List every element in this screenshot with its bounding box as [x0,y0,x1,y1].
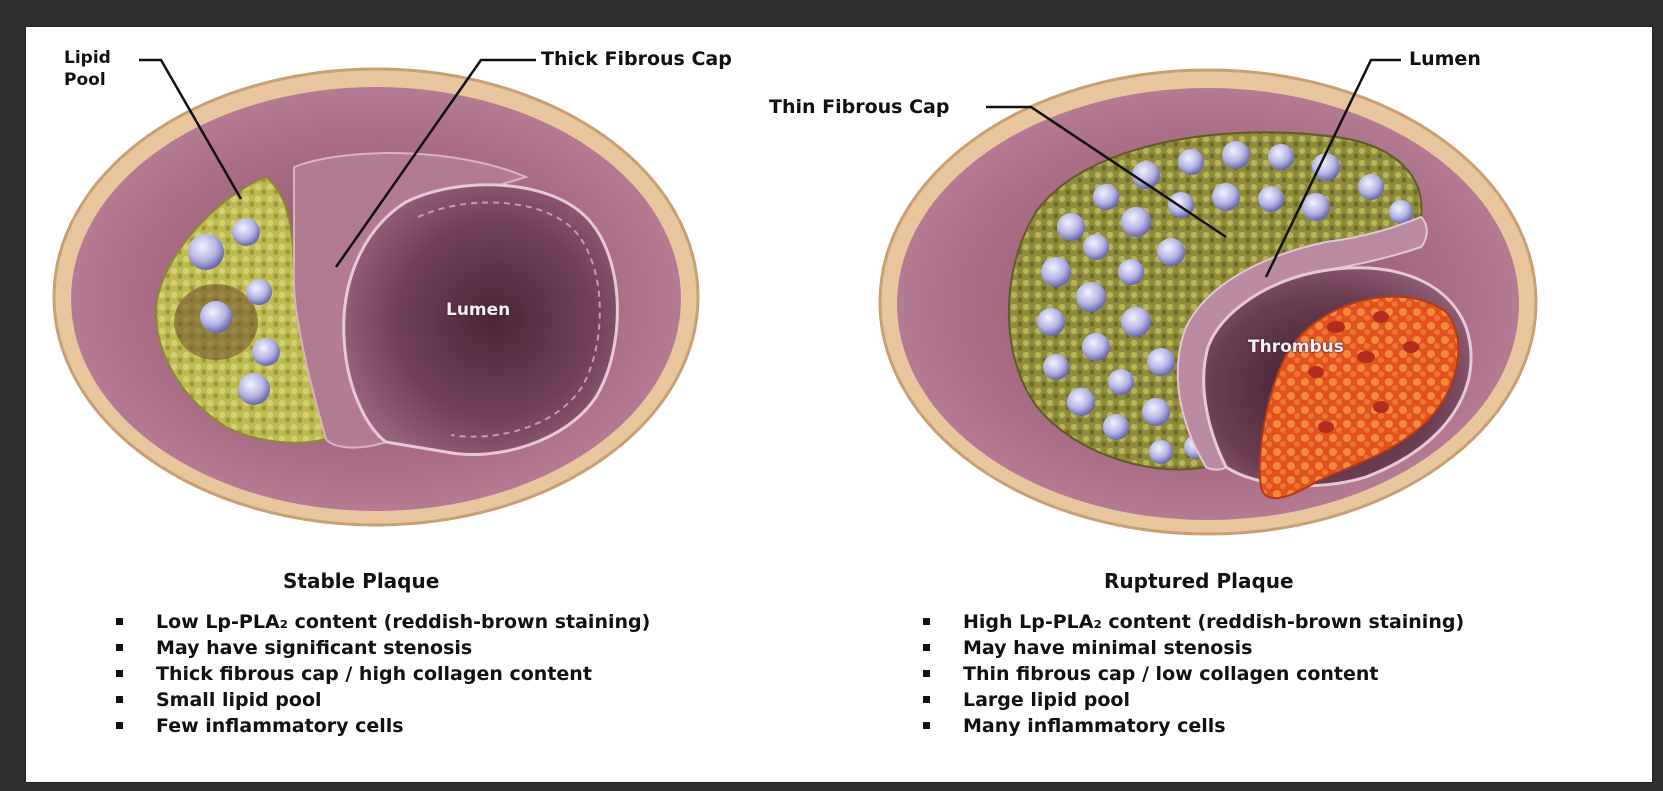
list-item: Thick fibrous cap / high collagen conten… [114,661,650,687]
ruptured-plaque-list: High Lp-PLA₂ content (reddish-brown stai… [921,609,1464,739]
thrombus-label: Thrombus [1248,337,1344,357]
lumen-right-label: Lumen [1409,47,1481,71]
lumen-left-label: Lumen [446,300,510,320]
thick-fibrous-cap-label: Thick Fibrous Cap [541,47,732,71]
list-item: High Lp-PLA₂ content (reddish-brown stai… [921,609,1464,635]
figure-frame: Lipid Pool Thick Fibrous Cap Lumen Thin … [25,26,1653,783]
ruptured-plaque-title: Ruptured Plaque [1104,569,1294,593]
stable-plaque-title: Stable Plaque [283,569,439,593]
list-item: May have minimal stenosis [921,635,1464,661]
thin-fibrous-cap-label: Thin Fibrous Cap [769,95,949,119]
list-item: Small lipid pool [114,687,650,713]
lipid-pool-label: Lipid Pool [64,47,111,91]
list-item: Many inflammatory cells [921,713,1464,739]
ruptured-plaque-vessel [880,70,1536,534]
stable-plaque-list: Low Lp-PLA₂ content (reddish-brown stain… [114,609,650,739]
stable-plaque-vessel [54,69,698,525]
list-item: May have significant stenosis [114,635,650,661]
list-item: Large lipid pool [921,687,1464,713]
list-item: Low Lp-PLA₂ content (reddish-brown stain… [114,609,650,635]
list-item: Thin fibrous cap / low collagen content [921,661,1464,687]
list-item: Few inflammatory cells [114,713,650,739]
